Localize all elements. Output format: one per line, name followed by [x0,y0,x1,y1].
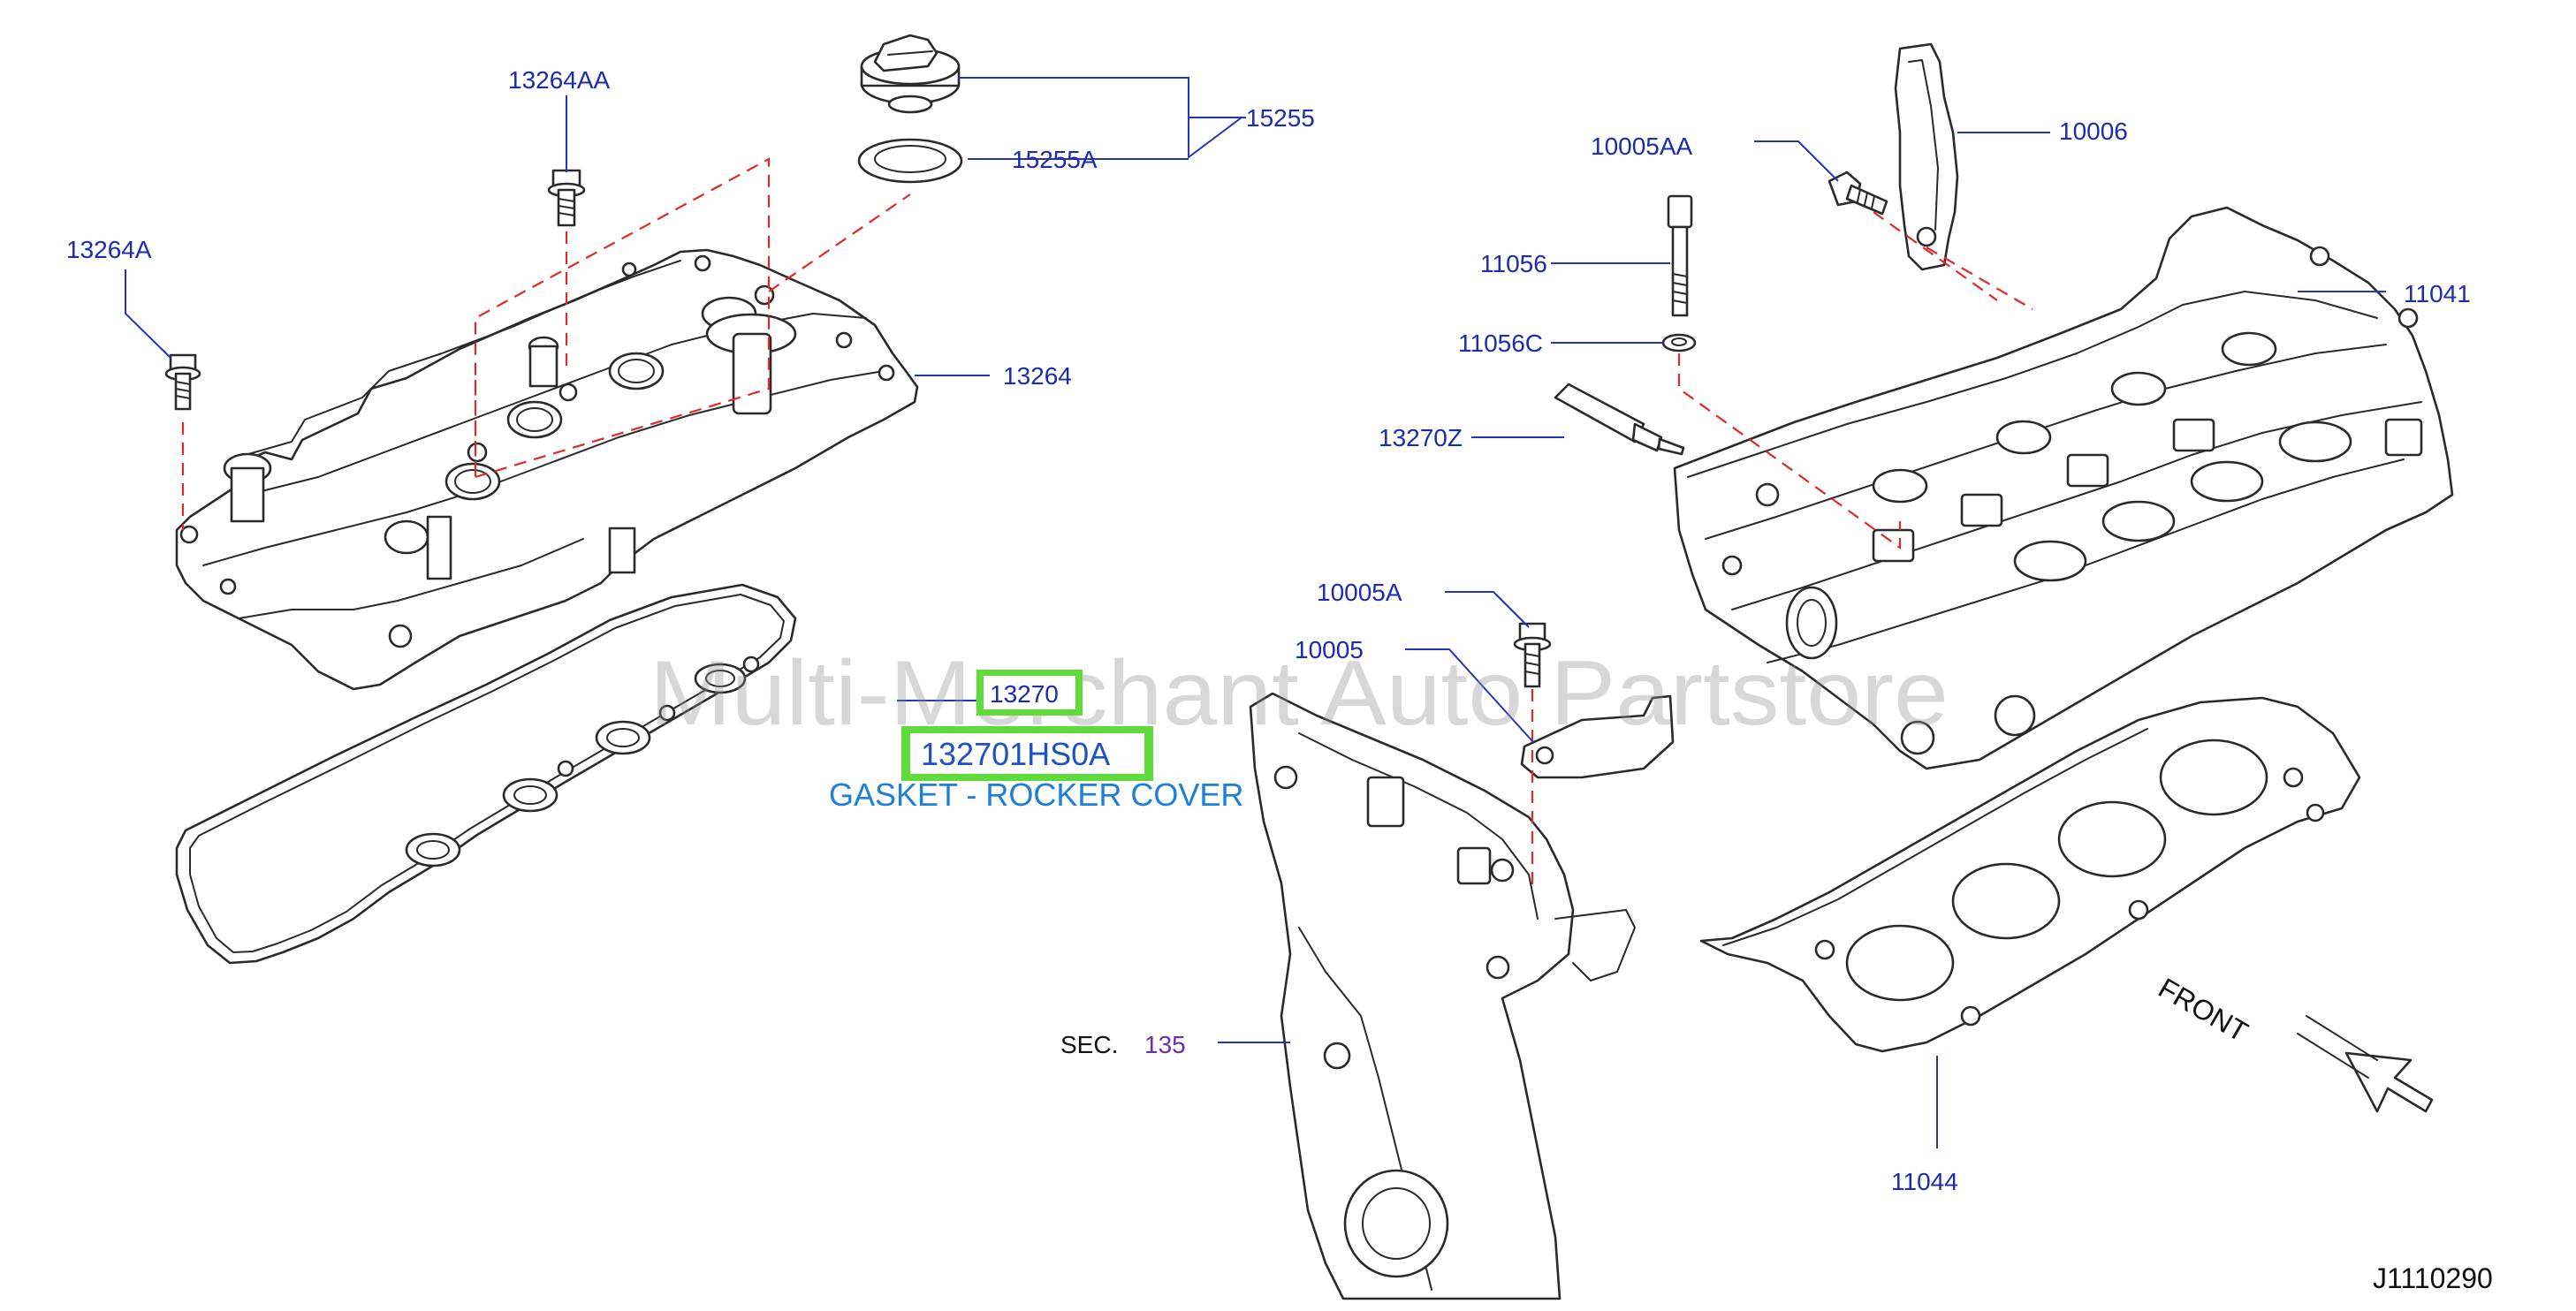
rocker-cover-part[interactable] [175,248,919,691]
bolt-13264A-part[interactable] [164,353,201,411]
chain-guide-part[interactable] [1894,42,1959,271]
callout-13264[interactable]: 13264 [1003,362,1072,390]
highlight-callout-13270[interactable]: 13270 [976,670,1083,716]
front-arrow-icon [2297,1015,2434,1113]
callout-15255A[interactable]: 15255A [1012,146,1098,173]
bolt-13264AA-part[interactable] [547,169,586,227]
callout-10005[interactable]: 10005 [1295,636,1364,663]
cylinder-head-part[interactable] [1673,206,2454,770]
sec-label: SEC. [1060,1031,1118,1058]
oil-filler-seal-part[interactable] [857,138,963,184]
callout-13270[interactable]: 13270 [990,680,1059,708]
bolt-11056-part[interactable] [1667,194,1693,317]
sec-number-link[interactable]: 135 [1144,1031,1186,1058]
highlight-part-description: GASKET - ROCKER COVER [829,777,1243,813]
assembly-dashed-lines [181,157,2033,892]
highlight-part-number-box[interactable]: 132701HS0A [901,726,1153,781]
callout-11056C[interactable]: 11056C [1458,330,1543,357]
callout-10006[interactable]: 10006 [2059,117,2128,145]
callout-13264A[interactable]: 13264A [66,236,152,263]
bolt-10005AA-part[interactable] [1828,171,1888,216]
callout-10005A[interactable]: 10005A [1317,579,1402,606]
head-gasket-part[interactable] [1699,696,2361,1053]
oil-filler-cap-part[interactable] [860,34,961,114]
leader-lines [125,77,2386,1148]
front-cover-part[interactable] [1249,692,1636,1300]
highlight-part-number[interactable]: 132701HS0A [921,736,1110,772]
washer-11056C-part[interactable] [1661,333,1697,352]
callout-11044[interactable]: 11044 [1891,1168,1958,1195]
rocker-cover-gasket-part[interactable] [175,583,797,965]
callout-15255[interactable]: 15255 [1246,104,1315,132]
sealant-tube-13270Z-part[interactable] [1554,383,1685,456]
callout-13264AA[interactable]: 13264AA [508,66,611,94]
front-label: FRONT [2154,972,2253,1048]
bolt-10005A-part[interactable] [1513,622,1552,688]
callout-10005AA[interactable]: 10005AA [1591,133,1693,160]
callout-11041[interactable]: 11041 [2404,280,2471,307]
diagram-code: J1110290 [2373,1262,2493,1294]
callout-13270Z[interactable]: 13270Z [1379,424,1463,451]
callout-11056[interactable]: 11056 [1480,250,1547,277]
watermark-text: Multi-Merchant Auto Partstore [650,642,1949,745]
